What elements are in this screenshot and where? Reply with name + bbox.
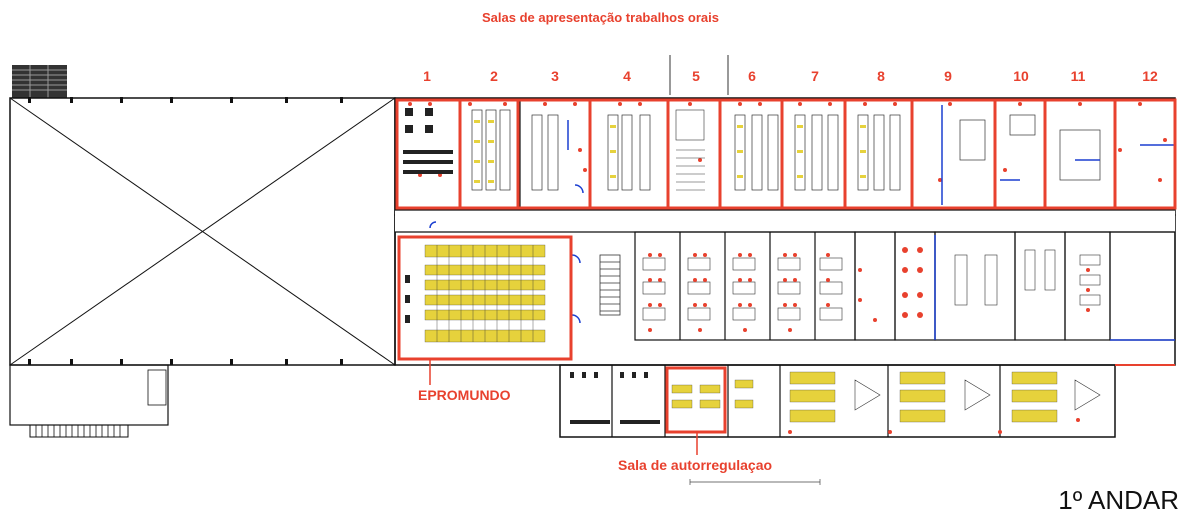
room-number-11: 11 xyxy=(1070,68,1086,84)
top-doors xyxy=(429,105,1175,229)
highlight-room-7 xyxy=(780,98,847,210)
highlight-autorregulacao xyxy=(665,366,727,434)
rooftop-unit xyxy=(12,65,67,98)
auditorium-doors xyxy=(571,254,581,324)
stairs-room5 xyxy=(675,109,705,191)
main-stairs xyxy=(599,254,621,316)
bottom-markers xyxy=(788,418,1080,434)
room-number-9: 9 xyxy=(944,68,952,84)
room-number-2: 2 xyxy=(490,68,498,84)
highlight-rooms xyxy=(395,98,1177,434)
copa-block xyxy=(9,364,169,438)
top-room-markers xyxy=(408,102,1167,182)
highlight-room-11 xyxy=(1043,98,1117,210)
epromundo-label: EPROMUNDO xyxy=(418,387,511,403)
top-room-seats xyxy=(474,120,866,183)
room-number-7: 7 xyxy=(811,68,819,84)
wc-fixtures xyxy=(570,372,660,424)
plan-title: Salas de apresentação trabalhos orais xyxy=(482,10,719,25)
room-number-8: 8 xyxy=(877,68,885,84)
autorregulacao-label: Sala de autorregulaçao xyxy=(618,457,773,473)
auditorium-seat-dividers xyxy=(436,245,534,342)
room-number-10: 10 xyxy=(1013,68,1029,84)
highlight-room-9 xyxy=(910,98,997,210)
void-area xyxy=(9,97,396,366)
bottom-desks xyxy=(671,371,1058,423)
middle-block xyxy=(634,231,1176,341)
middle-desks xyxy=(642,249,1101,321)
top-room-tables xyxy=(471,109,1101,191)
room1-furniture xyxy=(403,108,453,174)
highlight-room-3 xyxy=(516,98,592,210)
highlight-room-4 xyxy=(588,98,670,210)
corridor xyxy=(395,210,1175,232)
room-number-5: 5 xyxy=(692,68,700,84)
scale-bar xyxy=(689,479,821,485)
bottom-triangles xyxy=(854,379,1101,411)
highlight-room-12 xyxy=(1113,98,1177,210)
middle-doors xyxy=(934,235,1175,341)
room-number-12: 12 xyxy=(1142,68,1158,84)
bottom-block xyxy=(611,365,1001,437)
middle-markers xyxy=(648,247,1090,332)
highlight-room-10 xyxy=(993,98,1047,210)
floor-label: 1º ANDAR xyxy=(1058,485,1179,515)
room-number-6: 6 xyxy=(748,68,756,84)
highlight-room-8 xyxy=(843,98,914,210)
highlight-room-2 xyxy=(458,98,520,210)
auditorium-side xyxy=(405,275,410,323)
highlight-epromundo xyxy=(397,235,573,361)
room-number-4: 4 xyxy=(623,68,631,84)
room-number-1: 1 xyxy=(423,68,431,84)
highlight-room-6 xyxy=(718,98,784,210)
room-number-3: 3 xyxy=(551,68,559,84)
